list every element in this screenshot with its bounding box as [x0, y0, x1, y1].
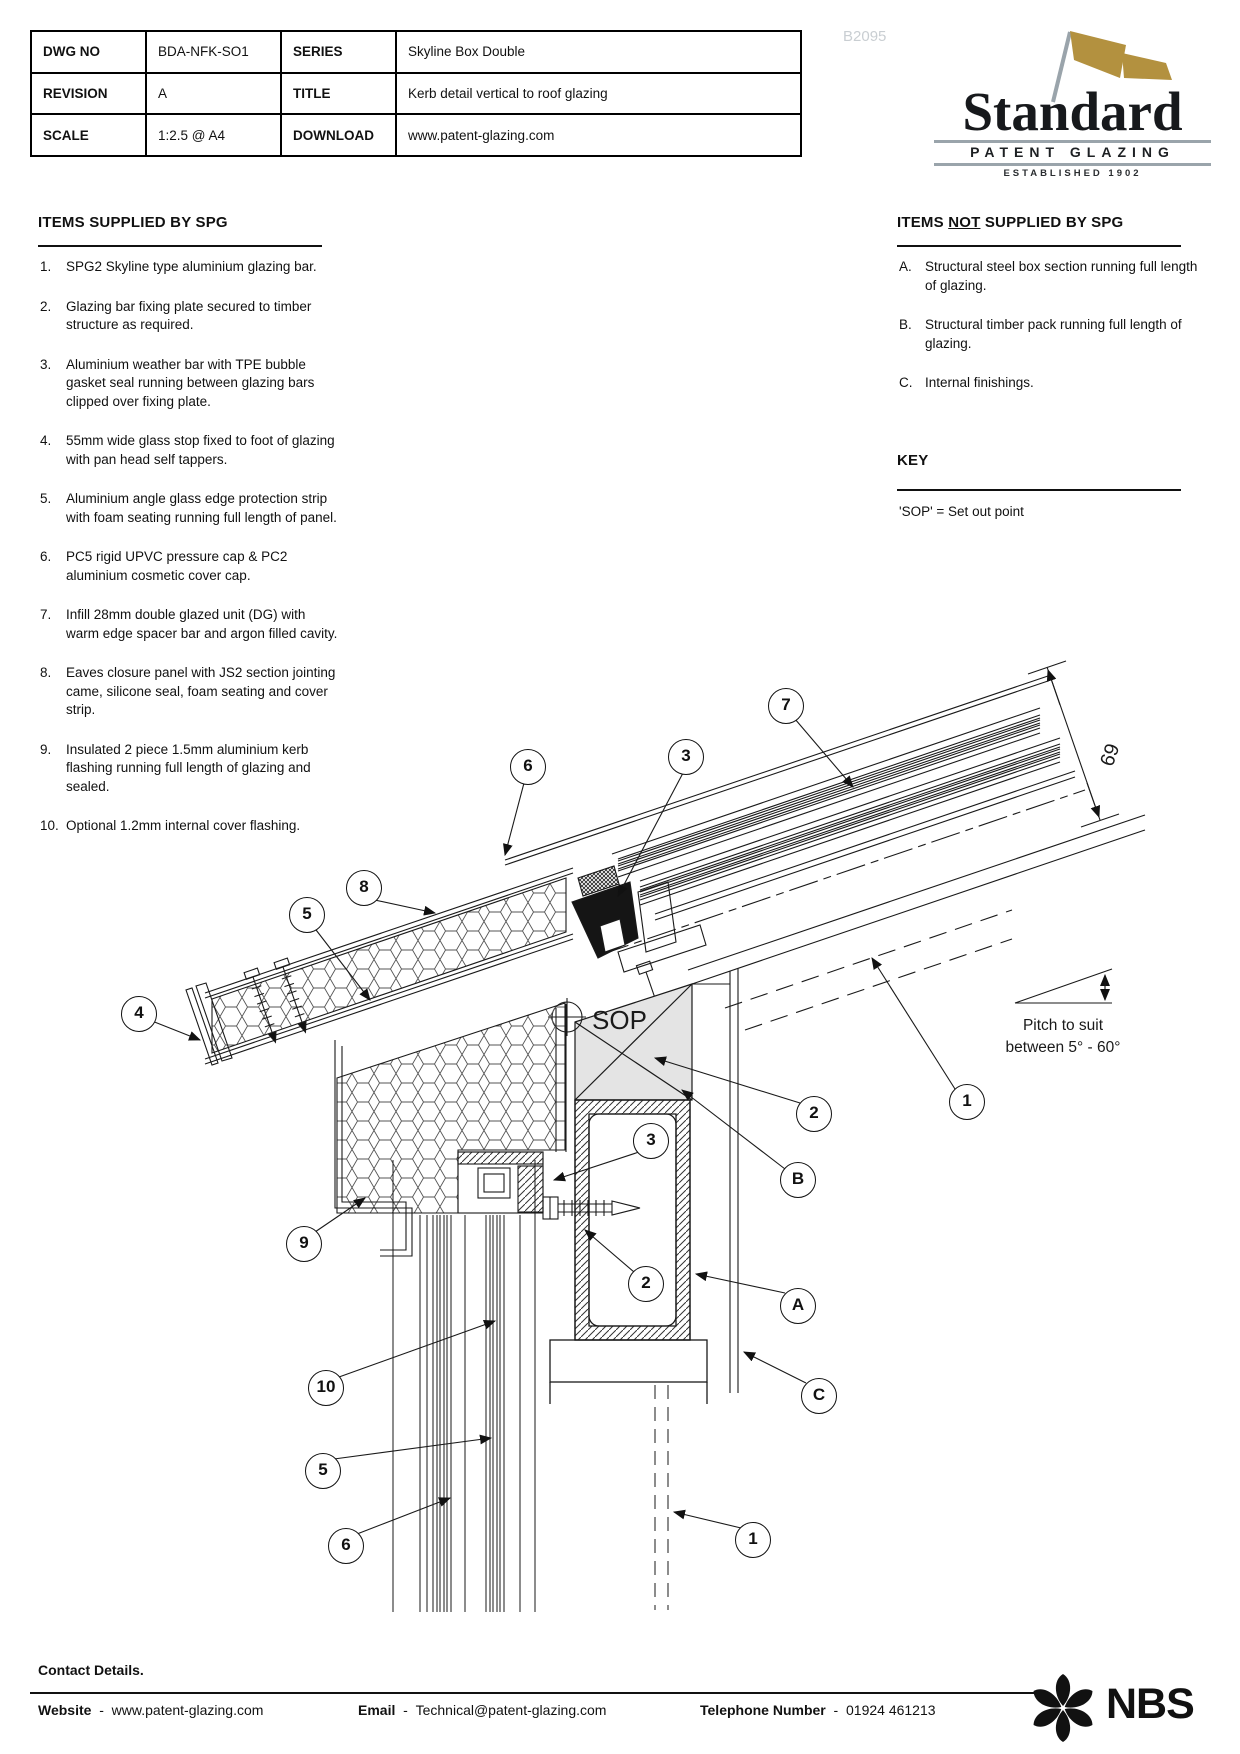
callout-B-timber-pack: B	[780, 1162, 816, 1198]
not-supplied-heading: ITEMS NOT SUPPLIED BY SPG	[897, 214, 1124, 231]
list-item: 5.Aluminium angle glass edge protection …	[40, 491, 337, 525]
revision-label: REVISION	[31, 72, 146, 115]
list-item: 1.SPG2 Skyline type aluminium glazing ba…	[40, 259, 317, 274]
footer-rule	[30, 1692, 1035, 1694]
callout-3-weather-bar-low: 3	[633, 1123, 669, 1159]
nbs-logo-text: NBS	[1106, 1680, 1195, 1728]
list-item: A.Structural steel box section running f…	[899, 259, 1198, 293]
scale-label: SCALE	[31, 114, 146, 156]
callout-2-fixing-plate: 2	[796, 1096, 832, 1132]
title-value: Kerb detail vertical to roof glazing	[396, 72, 801, 115]
spg-flag-icon	[1051, 31, 1172, 103]
pitch-note-line1: Pitch to suit	[1023, 1017, 1104, 1034]
vertical-roof-glazing	[392, 1160, 669, 1612]
footer-email: Email - Technical@patent-glazing.com	[358, 1702, 607, 1718]
callout-8-eaves-panel: 8	[346, 870, 382, 906]
list-item: 9.Insulated 2 piece 1.5mm aluminium kerb…	[40, 741, 311, 794]
callout-10-cover-flashing: 10	[308, 1370, 344, 1406]
vertical-glazing-bar-head	[457, 1151, 641, 1220]
phone-number: 01924 461213	[846, 1702, 936, 1718]
title-block: DWG NO BDA-NFK-SO1 SERIES Skyline Box Do…	[30, 30, 802, 157]
list-item: B.Structural timber pack running full le…	[899, 317, 1182, 351]
list-item: 10.Optional 1.2mm internal cover flashin…	[40, 818, 301, 833]
logo-wordmark: Standard	[962, 81, 1183, 142]
supplied-rule	[38, 245, 322, 247]
key-rule	[897, 489, 1181, 491]
footer-phone: Telephone Number - 01924 461213	[700, 1702, 936, 1718]
callout-9-kerb-flashing: 9	[286, 1226, 322, 1262]
supplied-list: 1.SPG2 Skyline type aluminium glazing ba…	[40, 258, 358, 857]
spg-logo: Standard PATENT GLAZING ESTABLISHED 1902	[930, 22, 1215, 182]
pitch-note-line2: between 5° - 60°	[1006, 1039, 1121, 1056]
series-label: SERIES	[281, 31, 396, 73]
timber-pack	[574, 983, 693, 1101]
sheet-watermark: B2095	[843, 28, 887, 45]
dimension-69-label: 69	[1096, 741, 1124, 769]
steel-box-section	[549, 1099, 708, 1404]
internal-finishings	[692, 968, 739, 1393]
callout-6-pressure-cap: 6	[510, 749, 546, 785]
series-value: Skyline Box Double	[396, 31, 801, 73]
footer-website: Website - www.patent-glazing.com	[38, 1702, 264, 1718]
logo-subtitle: PATENT GLAZING	[970, 144, 1175, 160]
list-item: 3.Aluminium weather bar with TPE bubble …	[40, 356, 315, 409]
logo-rule-top	[934, 140, 1211, 143]
self-tapper-screw	[273, 957, 307, 1034]
kerb-insulation-and-flashing	[334, 1002, 567, 1257]
list-item: 4.55mm wide glass stop fixed to foot of …	[40, 433, 335, 467]
list-item: C.Internal finishings.	[899, 375, 1034, 390]
pitch-indicator	[1014, 968, 1113, 1004]
key-sop-definition: 'SOP' = Set out point	[899, 504, 1024, 519]
callout-leaders	[151, 711, 956, 1535]
logo-rule-bottom	[934, 163, 1211, 166]
not-supplied-list: A.Structural steel box section running f…	[899, 258, 1211, 414]
dwg-no-value: BDA-NFK-SO1	[146, 31, 281, 73]
email-link[interactable]: Technical@patent-glazing.com	[415, 1702, 607, 1718]
self-tapper-screw	[243, 967, 277, 1044]
callout-C-finishings: C	[801, 1378, 837, 1414]
nbs-flower-icon	[1033, 1674, 1093, 1742]
list-item: 8.Eaves closure panel with JS2 section j…	[40, 665, 336, 717]
sop-label: SOP	[592, 1005, 647, 1035]
callout-5-edge-strip-low: 5	[305, 1453, 341, 1489]
title-label: TITLE	[281, 72, 396, 115]
list-item: 7.Infill 28mm double glazed unit (DG) wi…	[40, 607, 338, 641]
website-link[interactable]: www.patent-glazing.com	[111, 1702, 264, 1718]
callout-7-glass-unit: 7	[768, 688, 804, 724]
key-heading: KEY	[897, 452, 929, 469]
eaves-closure-panel	[185, 867, 574, 1066]
callout-2-fixing-plate-low: 2	[628, 1266, 664, 1302]
callout-1-glazing-bar: 1	[949, 1084, 985, 1120]
list-item: 6.PC5 rigid UPVC pressure cap & PC2 alum…	[40, 549, 288, 583]
dimension-69	[1027, 660, 1120, 828]
logo-established: ESTABLISHED 1902	[1003, 168, 1142, 179]
sloped-roof-glazing	[504, 675, 1146, 1031]
download-url[interactable]: www.patent-glazing.com	[396, 114, 801, 156]
scale-value: 1:2.5 @ A4	[146, 114, 281, 156]
callout-6-cover-cap-low: 6	[328, 1528, 364, 1564]
callout-1-glazing-bar-low: 1	[735, 1522, 771, 1558]
callout-3-weather-bar: 3	[668, 739, 704, 775]
supplied-heading: ITEMS SUPPLIED BY SPG	[38, 214, 228, 231]
dwg-no-label: DWG NO	[31, 31, 146, 73]
callout-4-glass-stop: 4	[121, 996, 157, 1032]
list-item: 2.Glazing bar fixing plate secured to ti…	[40, 298, 312, 333]
not-supplied-rule	[897, 245, 1181, 247]
download-label: DOWNLOAD	[281, 114, 396, 156]
callout-5-edge-strip: 5	[289, 897, 325, 933]
revision-value: A	[146, 72, 281, 115]
contact-details-heading: Contact Details.	[38, 1662, 144, 1678]
callout-A-box-section: A	[780, 1288, 816, 1324]
